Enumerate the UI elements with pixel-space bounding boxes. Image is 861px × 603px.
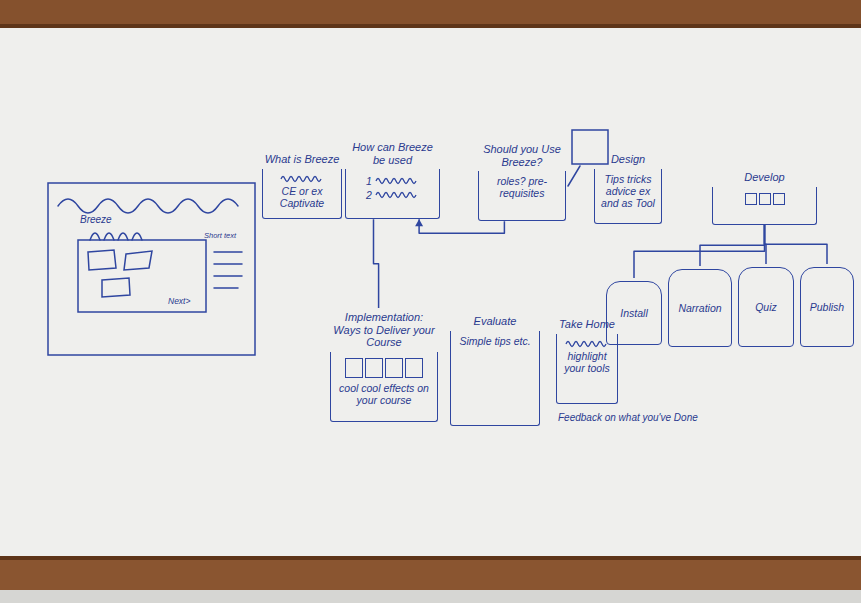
box-outline: cool cool effects on your course [330,352,438,422]
squiggle-row [560,340,614,348]
topic-box: EvaluateSimple tips etc. [450,312,540,426]
numbered-row: 2 [349,189,436,201]
note-label: Short text [204,231,236,240]
connector-line [374,219,379,308]
topic-box: Implementation: Ways to Deliver your Cou… [330,308,438,422]
step-box: Narration [668,266,732,347]
film-cell [345,358,363,378]
arrowhead [415,219,423,226]
box-heading: Design [594,153,662,169]
squiggle [375,177,419,185]
box-outline [712,187,817,225]
box-heading: Evaluate [450,315,540,331]
topic-box: DesignTips tricks advice ex and as Tool [594,150,662,224]
item-number: 2 [366,189,372,201]
mini-boxes [716,193,813,205]
banner-wave [58,199,238,213]
squiggle-line [566,341,606,346]
connector-line [700,225,765,266]
leader-line [568,166,580,186]
squiggle [565,340,609,348]
tab-bumps [90,233,142,240]
box-outline: CE or ex Captivate [262,169,342,219]
topic-box: How can Breeze be used12 [345,138,440,219]
box-outline: Quiz [738,267,794,347]
content-panel [78,240,206,312]
box-outline: Install [606,281,662,345]
box-heading: Develop [712,171,817,187]
box-outline: Tips tricks advice ex and as Tool [594,169,662,224]
mini-box [745,193,757,205]
squiggle-line [376,193,416,198]
box-outline: 12 [345,169,440,219]
connector-line [765,225,828,264]
box-outline: Publish [800,267,854,347]
squiggle-line [376,179,416,184]
step-box: Publish [800,264,854,347]
window-outline [48,183,255,355]
mini-box [759,193,771,205]
box-heading: What is Breeze [262,153,342,169]
step-box: Quiz [738,264,794,347]
text-lines [214,252,242,288]
step-box: Install [606,278,662,345]
note-label: Breeze [80,214,112,225]
box-body: highlight your tools [560,350,614,374]
wall [0,590,861,603]
film-cell [365,358,383,378]
frame-lip [0,556,861,560]
box-outline: highlight your tools [556,334,618,404]
film-cell [385,358,403,378]
film-cell [405,358,423,378]
box-heading: Implementation: Ways to Deliver your Cou… [330,311,438,352]
film-cells [334,358,434,378]
sticky-notes [88,250,152,297]
squiggle-row [266,175,338,183]
squiggle [375,191,419,199]
connector [415,219,504,233]
note-label: Next> [168,296,190,306]
box-heading: Should you Use Breeze? [478,143,566,171]
box-body: cool cool effects on your course [334,382,434,406]
item-number: 1 [366,175,372,187]
box-body: Tips tricks advice ex and as Tool [598,173,658,209]
box-body: Simple tips etc. [454,335,536,347]
note-label: Feedback on what you've Done [558,412,698,423]
step-label: Install [620,307,647,319]
step-label: Narration [678,302,721,314]
topic-box: Take Home highlight your tools [556,315,618,404]
topic-box: Develop [712,168,817,225]
box-outline: roles? pre-requisites [478,171,566,221]
topic-box: What is Breeze CE or ex Captivate [262,150,342,219]
squiggle [280,175,324,183]
box-outline: Simple tips etc. [450,331,540,426]
connector [700,225,765,266]
frame-top [0,0,861,28]
box-heading: How can Breeze be used [345,141,440,169]
connector-line [419,219,504,233]
step-label: Publish [810,301,844,313]
box-outline: Narration [668,269,732,347]
frame-lip [0,24,861,28]
topic-box: Should you Use Breeze? roles? pre-requisi… [478,140,566,221]
connector [765,225,828,264]
screen-sketch [48,130,608,355]
square-sketch [572,130,608,164]
box-heading: Take Home [556,318,618,334]
connector [374,219,379,308]
box-body: CE or ex Captivate [266,185,338,209]
step-label: Quiz [755,301,777,313]
frame-bottom [0,556,861,590]
numbered-row: 1 [349,175,436,187]
squiggle-line [281,176,321,181]
box-body: roles? pre-requisites [482,175,562,199]
mini-box [773,193,785,205]
